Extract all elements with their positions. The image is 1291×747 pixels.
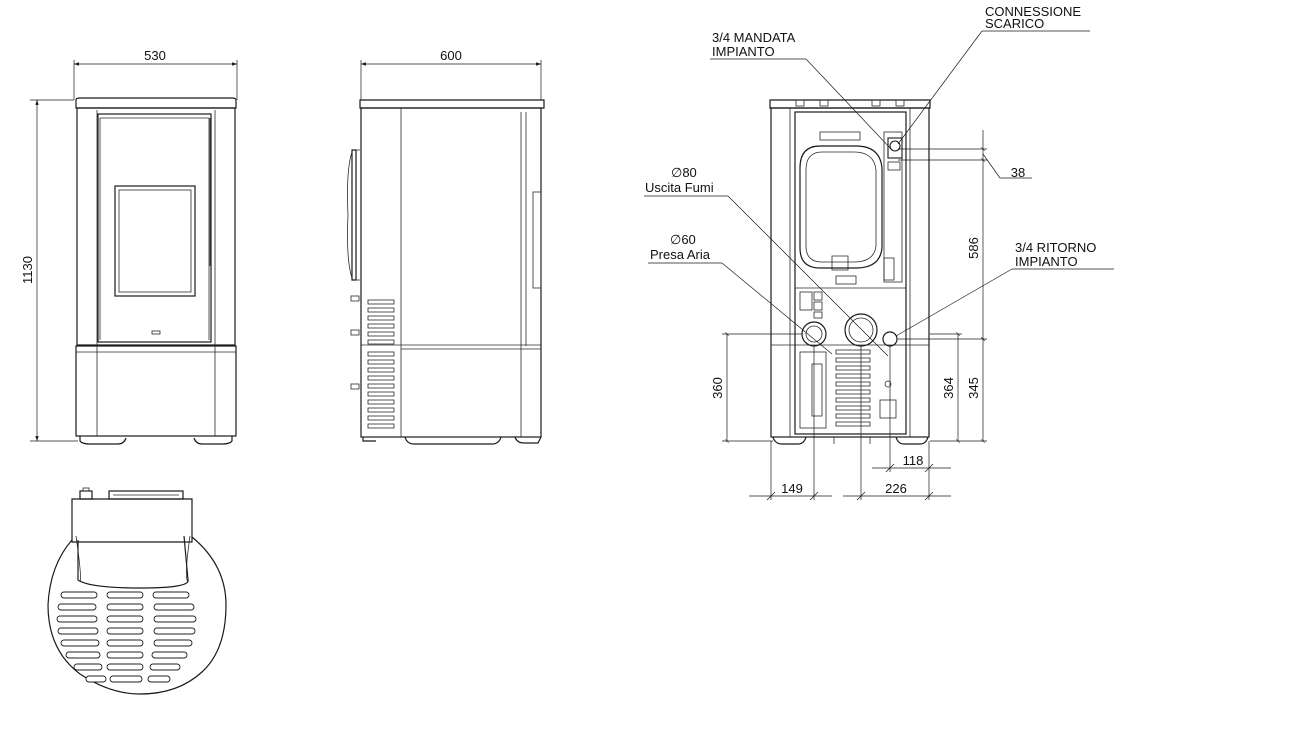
top-grille — [56, 591, 197, 683]
dim-600-label: 600 — [440, 48, 462, 63]
dimension-226: 226 — [843, 346, 951, 501]
dim-118-label: 118 — [903, 453, 924, 468]
dimension-height: 1130 — [20, 99, 78, 442]
flow-label-line1: 3/4 MANDATA — [712, 30, 796, 45]
dim-586-label: 586 — [966, 237, 981, 259]
callout-drain-connection: CONNESSIONE SCARICO — [897, 4, 1090, 145]
dim-1130-label: 1130 — [20, 256, 35, 284]
dim-226-label: 226 — [885, 481, 907, 496]
callout-return: 3/4 RITORNO IMPIANTO — [895, 240, 1114, 337]
dimension-360: 360 — [710, 332, 802, 443]
dim-530-label: 530 — [144, 48, 166, 63]
callout-flue-outlet: ∅80 Uscita Fumi — [644, 165, 889, 357]
dimension-rear-vertical-right: 38 586 — [898, 130, 1032, 341]
flow-label-line2: IMPIANTO — [712, 44, 775, 59]
drain-label-line2: SCARICO — [985, 16, 1044, 31]
return-label-line2: IMPIANTO — [1015, 254, 1078, 269]
dimension-depth-side: 600 — [360, 48, 542, 100]
drain-label-line1: CONNESSIONE — [985, 4, 1081, 19]
dimension-364: 364 — [930, 332, 962, 443]
rear-view — [769, 99, 931, 445]
front-view — [75, 97, 237, 445]
flue-diameter-label: ∅80 — [671, 165, 697, 180]
top-view — [47, 487, 227, 695]
dimension-118: 118 — [872, 346, 951, 473]
air-diameter-label: ∅60 — [670, 232, 696, 247]
dimension-width-front: 530 — [73, 48, 238, 100]
side-vent-grille — [367, 299, 395, 429]
flue-name-label: Uscita Fumi — [645, 180, 714, 195]
callout-flow: 3/4 MANDATA IMPIANTO — [710, 30, 893, 151]
rear-vent-grille — [835, 349, 871, 427]
dim-364-label: 364 — [941, 377, 956, 399]
dim-38-label: 38 — [1011, 165, 1025, 180]
side-view — [347, 99, 545, 445]
callout-air-inlet: ∅60 Presa Aria — [648, 232, 833, 355]
dim-345-label: 345 — [966, 377, 981, 399]
dim-149-label: 149 — [781, 481, 803, 496]
air-name-label: Presa Aria — [650, 247, 711, 262]
dimension-345: 345 — [898, 337, 987, 443]
return-label-line1: 3/4 RITORNO — [1015, 240, 1096, 255]
dimension-149: 149 — [749, 346, 832, 501]
dim-360-label: 360 — [710, 377, 725, 399]
